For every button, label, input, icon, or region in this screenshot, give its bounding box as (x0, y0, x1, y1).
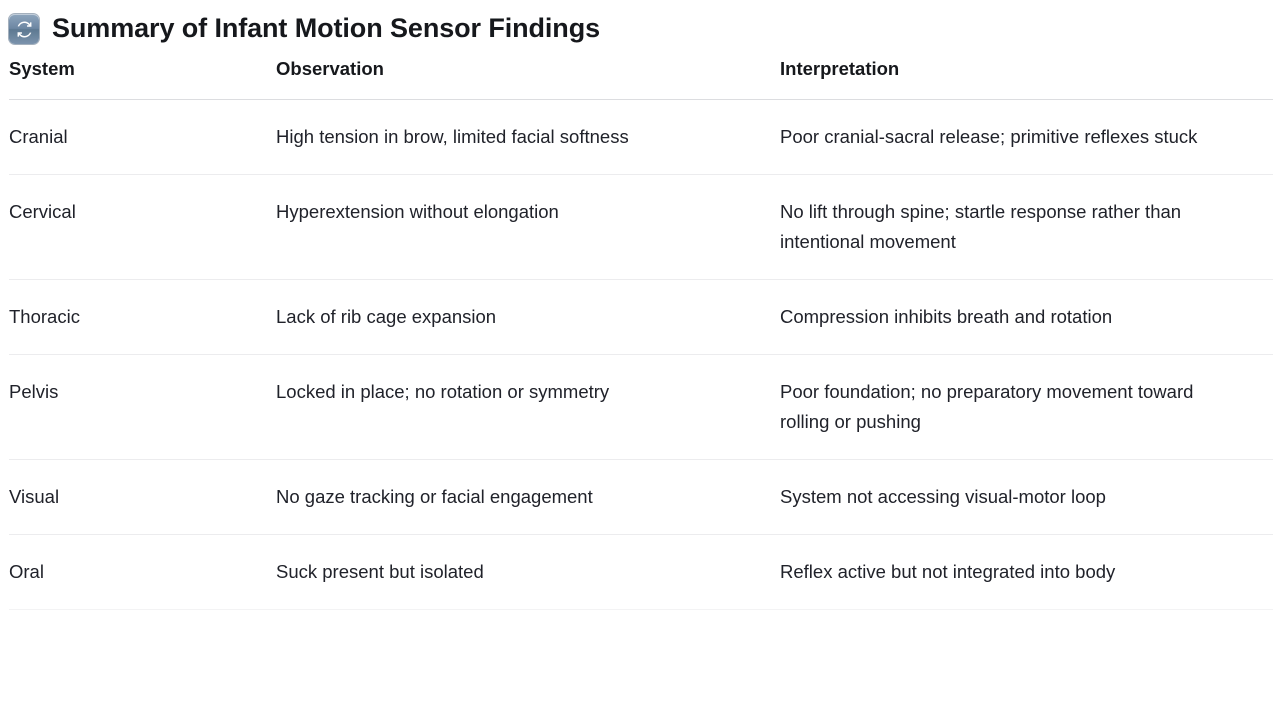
cell-system: Thoracic (9, 279, 276, 356)
column-header-interpretation: Interpretation (780, 58, 1273, 101)
table-row: Cranial High tension in brow, limited fa… (9, 99, 1273, 176)
table-row: Visual No gaze tracking or facial engage… (9, 459, 1273, 535)
findings-table-container: System Observation Interpretation Crania… (0, 58, 1280, 610)
cell-observation: Lack of rib cage expansion (276, 279, 780, 356)
cell-interpretation: System not accessing visual-motor loop (780, 459, 1273, 535)
cell-system: Oral (9, 534, 276, 610)
cell-observation: High tension in brow, limited facial sof… (276, 99, 780, 176)
table-body: Cranial High tension in brow, limited fa… (9, 99, 1273, 610)
table-row: Oral Suck present but isolated Reflex ac… (9, 534, 1273, 610)
cell-interpretation: Poor foundation; no preparatory movement… (780, 354, 1273, 460)
cell-interpretation: No lift through spine; startle response … (780, 174, 1273, 281)
column-header-system: System (9, 58, 276, 101)
cell-observation: Locked in place; no rotation or symmetry (276, 354, 780, 460)
table-row: Cervical Hyperextension without elongati… (9, 174, 1273, 281)
cell-system: Visual (9, 459, 276, 535)
cell-system: Cranial (9, 99, 276, 176)
cell-observation: Suck present but isolated (276, 534, 780, 610)
table-header-row: System Observation Interpretation (9, 58, 1273, 101)
table-row: Pelvis Locked in place; no rotation or s… (9, 354, 1273, 460)
page-title: Summary of Infant Motion Sensor Findings (52, 13, 601, 44)
cell-interpretation: Compression inhibits breath and rotation (780, 279, 1273, 356)
page-header: Summary of Infant Motion Sensor Findings (0, 0, 1280, 44)
sync-icon (9, 14, 39, 44)
cell-observation: Hyperextension without elongation (276, 174, 780, 281)
table-head: System Observation Interpretation (9, 58, 1273, 101)
cell-observation: No gaze tracking or facial engagement (276, 459, 780, 535)
findings-table: System Observation Interpretation Crania… (9, 58, 1273, 610)
cell-system: Pelvis (9, 354, 276, 460)
cell-system: Cervical (9, 174, 276, 281)
table-row: Thoracic Lack of rib cage expansion Comp… (9, 279, 1273, 356)
column-header-observation: Observation (276, 58, 780, 101)
cell-interpretation: Reflex active but not integrated into bo… (780, 534, 1273, 610)
cell-interpretation: Poor cranial-sacral release; primitive r… (780, 99, 1273, 176)
